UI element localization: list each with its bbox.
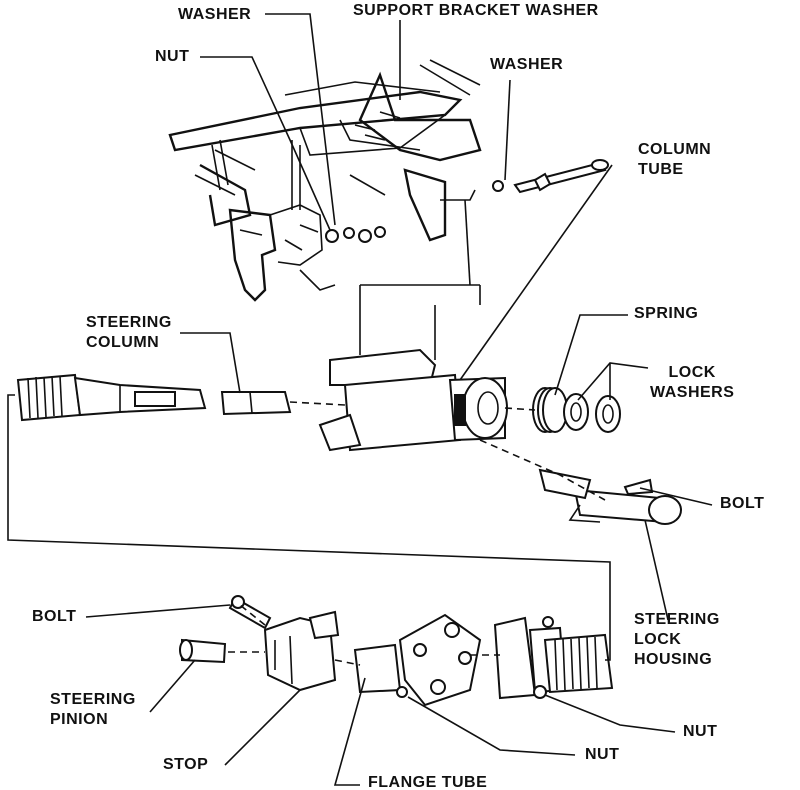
label-steering-column: STEERING COLUMN: [86, 313, 172, 353]
label-steering-lock-housing: STEERING LOCK HOUSING: [634, 610, 720, 670]
label-steering-pinion-line2: PINION: [50, 711, 109, 728]
spring-and-washers: [532, 387, 621, 433]
label-steering-pinion: STEERING PINION: [50, 690, 136, 730]
label-nut-right: NUT: [683, 723, 718, 740]
lock-housing-part: [538, 468, 682, 525]
steering-column-part: [16, 373, 292, 422]
label-bolt-left: BOLT: [32, 608, 77, 625]
label-lock-washers-line1: LOCK: [668, 364, 716, 381]
label-steering-lock-housing-line2: LOCK: [634, 631, 682, 648]
lower-shaft-parts: [179, 595, 614, 707]
label-column-tube-line1: COLUMN: [638, 141, 712, 158]
label-steering-pinion-line1: STEERING: [50, 691, 136, 708]
label-steering-lock-housing-line1: STEERING: [634, 611, 720, 628]
label-washer-top: WASHER: [178, 6, 252, 23]
label-stop: STOP: [163, 756, 209, 773]
label-support-bracket-washer: SUPPORT BRACKET WASHER: [353, 2, 599, 19]
label-lock-washers: LOCK WASHERS: [650, 363, 734, 403]
label-spring: SPRING: [634, 305, 699, 322]
label-column-tube-line2: TUBE: [638, 161, 684, 178]
label-steering-column-line1: STEERING: [86, 314, 172, 331]
label-bolt-right: BOLT: [720, 495, 765, 512]
label-steering-column-line2: COLUMN: [86, 334, 160, 351]
label-washer-right: WASHER: [490, 56, 564, 73]
label-column-tube: COLUMN TUBE: [638, 140, 711, 180]
column-tube-assembly: [318, 199, 508, 452]
label-nut-bottom: NUT: [585, 746, 620, 763]
label-flange-tube: FLANGE TUBE: [368, 774, 488, 790]
label-lock-washers-line2: WASHERS: [650, 384, 735, 401]
label-nut-top: NUT: [155, 48, 190, 65]
label-steering-lock-housing-line3: HOUSING: [634, 651, 713, 668]
support-bracket-assembly: [168, 59, 609, 302]
label-leader-lines: [85, 13, 713, 786]
assembly-flow-lines: [7, 394, 611, 666]
